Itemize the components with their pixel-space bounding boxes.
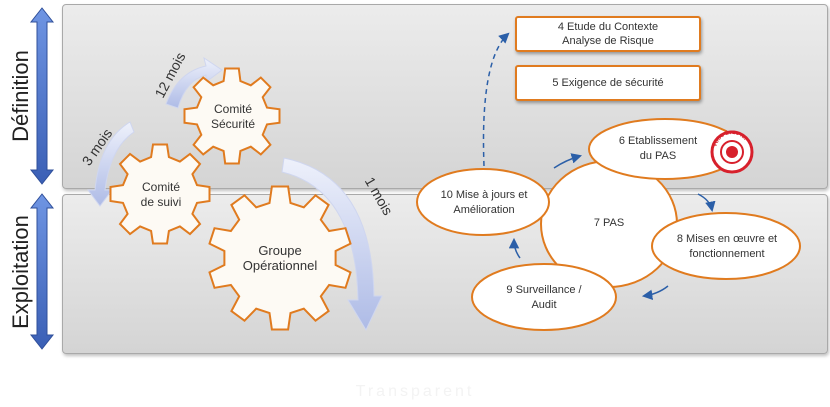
- exploitation-range-arrow: [29, 193, 55, 350]
- exploitation-label: Exploitation: [8, 215, 33, 329]
- comite-suivi-gear: [109, 143, 211, 245]
- comite-securite-label: Comité Sécurité: [210, 102, 256, 131]
- mise-a-jour-ellipse: [416, 168, 550, 236]
- groupe-operationnel-label: Groupe Opérationnel: [242, 243, 318, 273]
- contexte-box: 4 Etude du Contexte Analyse de Risque: [515, 16, 701, 52]
- surveillance-label: 9 Surveillance / Audit: [506, 284, 582, 311]
- arrow-maj-to-etablissement: [553, 153, 583, 169]
- watermark: Transparent: [355, 383, 475, 400]
- comite-securite-gear: [183, 67, 281, 165]
- mise-a-jour-label: 10 Mise à jours et Amélioration: [440, 189, 528, 216]
- three-month-sweep: [87, 121, 135, 207]
- comite-suivi-label: Comité de suivi: [140, 180, 182, 209]
- twelve-month-sweep: [165, 56, 223, 109]
- definition-range-arrow: [29, 7, 55, 185]
- etablissement-label: 6 Etablissement du PAS: [618, 135, 698, 162]
- one-month-sweep: [281, 157, 383, 332]
- arrow-surveillance-to-maj: [508, 237, 521, 259]
- arrow-etablissement-to-oeuvre: [697, 193, 716, 213]
- arrow-oeuvre-to-surveillance: [641, 285, 669, 301]
- surveillance-ellipse: [471, 263, 617, 331]
- vous-etes-ici-badge: VOUS ÊTES ICI: [710, 128, 754, 174]
- definition-label: Définition: [8, 50, 33, 142]
- groupe-operationnel-gear: [208, 185, 352, 331]
- mises-oeuvre-label: 8 Mises en œuvre et fonctionnement: [676, 233, 778, 260]
- dashed-arrow-to-contexte: [482, 32, 510, 167]
- exigence-box: 5 Exigence de sécurité: [515, 65, 701, 101]
- pas-center-label: 7 PAS: [593, 216, 625, 229]
- mises-oeuvre-ellipse: [651, 212, 801, 280]
